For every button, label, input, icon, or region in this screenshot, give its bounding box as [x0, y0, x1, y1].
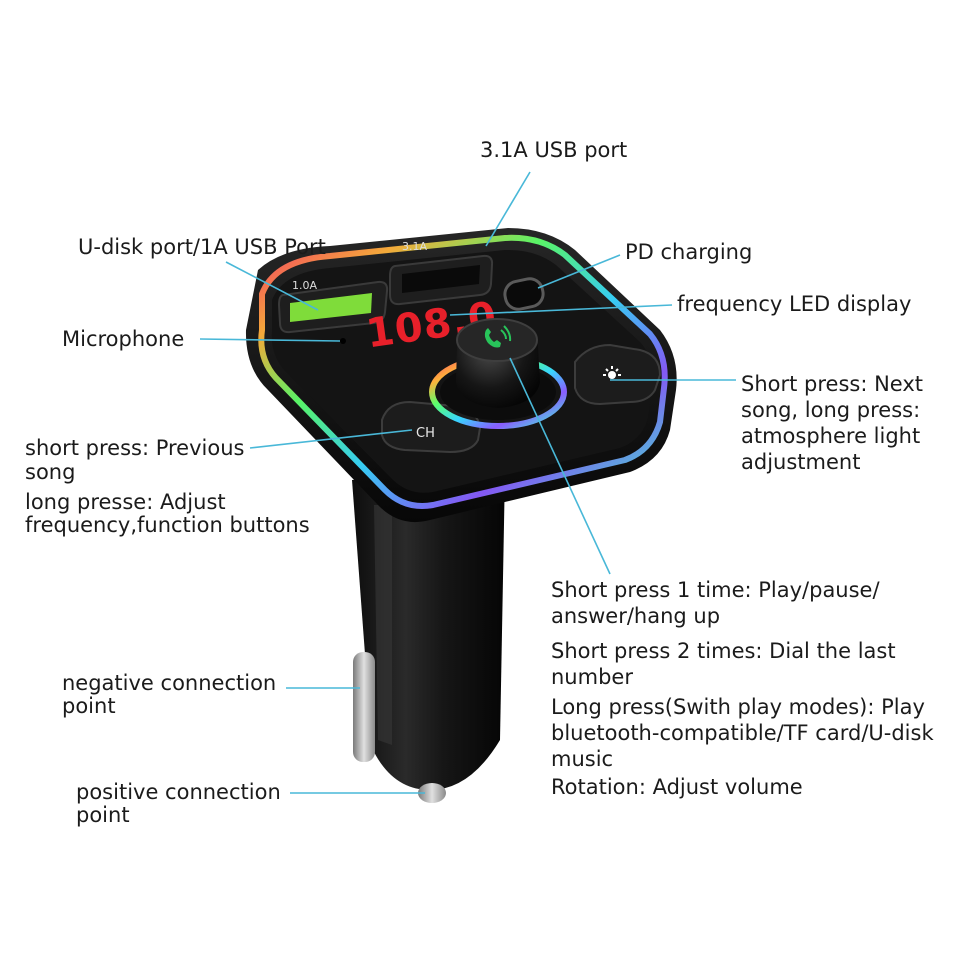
- positive-tip: [418, 783, 446, 803]
- label-knob-short-press-2: Short press 2 times: Dial the last numbe…: [551, 639, 896, 689]
- bluetooth-phone-icon: [484, 325, 512, 348]
- pd-type-c-port: [503, 277, 545, 311]
- label-pd-charging: PD charging: [625, 240, 753, 264]
- label-3-1a-usb-port: 3.1A USB port: [480, 138, 628, 162]
- label-microphone: Microphone: [62, 327, 185, 351]
- port-right-label: 3.1A: [402, 240, 427, 253]
- negative-contact: [353, 652, 375, 762]
- label-positive-connection: positive connection point: [76, 780, 281, 827]
- label-knob-long-press: Long press(Swith play modes): Play bluet…: [551, 695, 934, 771]
- label-knob-short-press-1: Short press 1 time: Play/pause/ answer/h…: [551, 578, 880, 628]
- label-frequency-led-display: frequency LED display: [677, 292, 912, 316]
- plug-stem: [352, 470, 505, 803]
- ch-button-label: CH: [416, 426, 435, 441]
- label-next-button: Short press: Next song, long press: atmo…: [741, 372, 924, 474]
- label-previous-button: short press: Previous song: [25, 436, 245, 484]
- rgb-light-ring: [258, 234, 668, 509]
- ch-button[interactable]: CH: [381, 400, 482, 454]
- light-icon: [603, 366, 621, 379]
- leader-lines: [199, 171, 736, 794]
- port-left-label: 1.0A: [292, 279, 317, 292]
- label-knob-rotation: Rotation: Adjust volume: [551, 775, 803, 799]
- label-negative-connection: negative connection point: [62, 671, 277, 718]
- usb-port-1a: 1.0A: [277, 279, 389, 334]
- microphone-hole: [340, 338, 346, 344]
- label-u-disk-port: U-disk port/1A USB Port: [78, 235, 326, 259]
- label-long-press-ch: long presse: Adjust frequency,function b…: [25, 490, 310, 537]
- multifunction-knob[interactable]: [429, 318, 567, 429]
- next-button[interactable]: [574, 343, 662, 406]
- usb-port-3-1a: 3.1A: [389, 240, 494, 306]
